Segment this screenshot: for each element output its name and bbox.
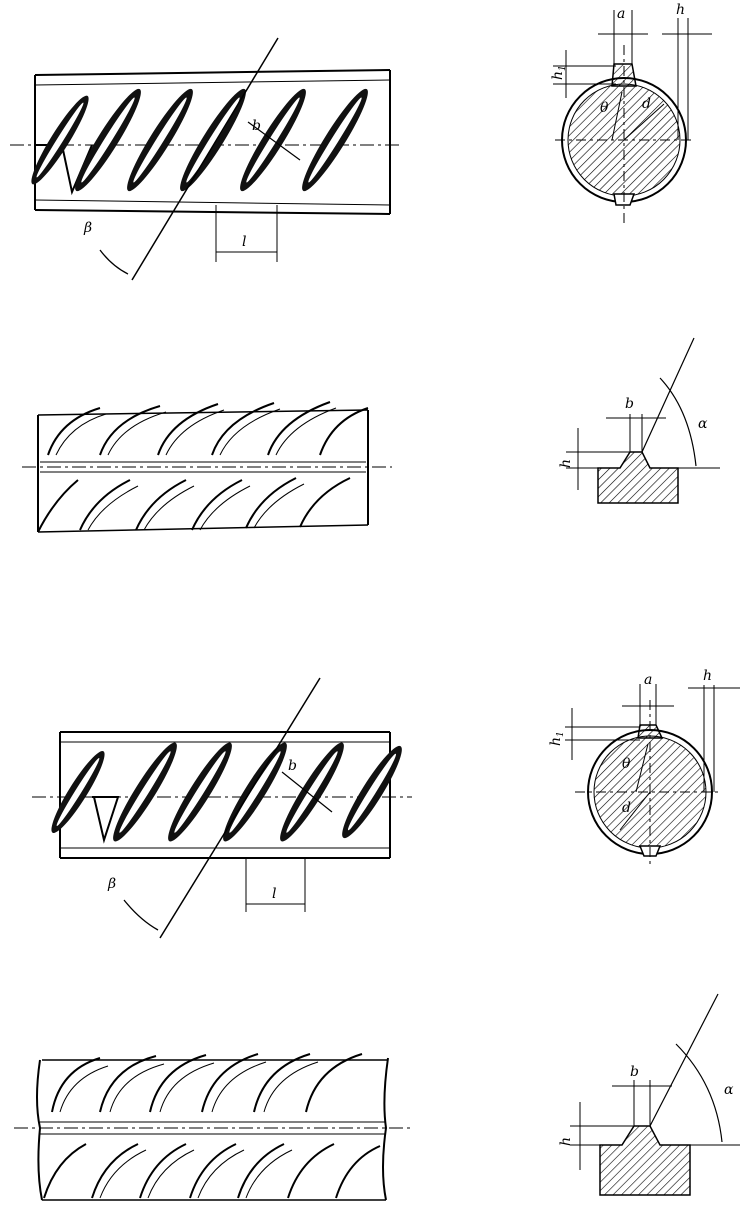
crescent-rib	[280, 742, 344, 842]
crescent-rib	[223, 742, 287, 842]
rib-height-label: h	[558, 459, 574, 468]
crescent-rib	[168, 742, 232, 842]
rib-curves-upper	[51, 1053, 363, 1113]
crescent-rib	[75, 88, 141, 192]
section-a-label: a	[617, 6, 625, 22]
diameter-label: d	[622, 800, 631, 816]
crescent-side-view-bottom: β l b	[32, 677, 412, 939]
crescent-cross-section-top: a h h1 θ d	[550, 2, 712, 225]
theta-label: θ	[600, 100, 609, 116]
rib-side-view-bottom	[14, 1053, 410, 1201]
rib-width-label: b	[252, 118, 261, 134]
rib-profile-section-bottom: b α h	[558, 993, 740, 1196]
rib-curves-upper	[47, 401, 369, 456]
angle-beta-label: β	[83, 220, 92, 236]
section-h1-label: h1	[548, 731, 566, 746]
crescent-side-view-top: β l b	[10, 37, 400, 281]
section-a-label: a	[644, 672, 652, 688]
crescent-rib	[180, 88, 246, 192]
crescent-rib	[51, 751, 105, 833]
rib-top-width-label: b	[625, 396, 634, 412]
crescent-rib	[342, 745, 402, 839]
rib-profile-section-top: b α h	[558, 337, 720, 504]
rib-angle-label: α	[724, 1082, 734, 1098]
rib-top-width-label: b	[630, 1064, 639, 1080]
crescent-rib	[31, 95, 89, 185]
theta-label: θ	[622, 756, 631, 772]
section-h1-label: h1	[550, 65, 568, 80]
rib-curves-lower	[43, 1143, 381, 1199]
section-h-label: h	[676, 2, 685, 18]
angle-beta-label: β	[107, 876, 116, 892]
rib-angle-label: α	[698, 416, 708, 432]
rib-height-label: h	[558, 1137, 574, 1146]
rib-side-view-top	[22, 401, 392, 533]
diameter-label: d	[642, 96, 651, 112]
crescent-cross-section-bottom: a h h1 θ d	[548, 668, 740, 868]
section-h-label: h	[703, 668, 712, 684]
rib-width-label: b	[288, 758, 297, 774]
rib-curves-lower	[37, 477, 351, 533]
crescent-rib	[113, 742, 177, 842]
rib-angle-line	[159, 677, 321, 939]
rib-angle-line	[131, 37, 279, 281]
pitch-label: l	[242, 234, 246, 250]
pitch-label: l	[272, 886, 276, 902]
crescent-rib	[302, 88, 368, 192]
crescent-rib	[127, 88, 193, 192]
